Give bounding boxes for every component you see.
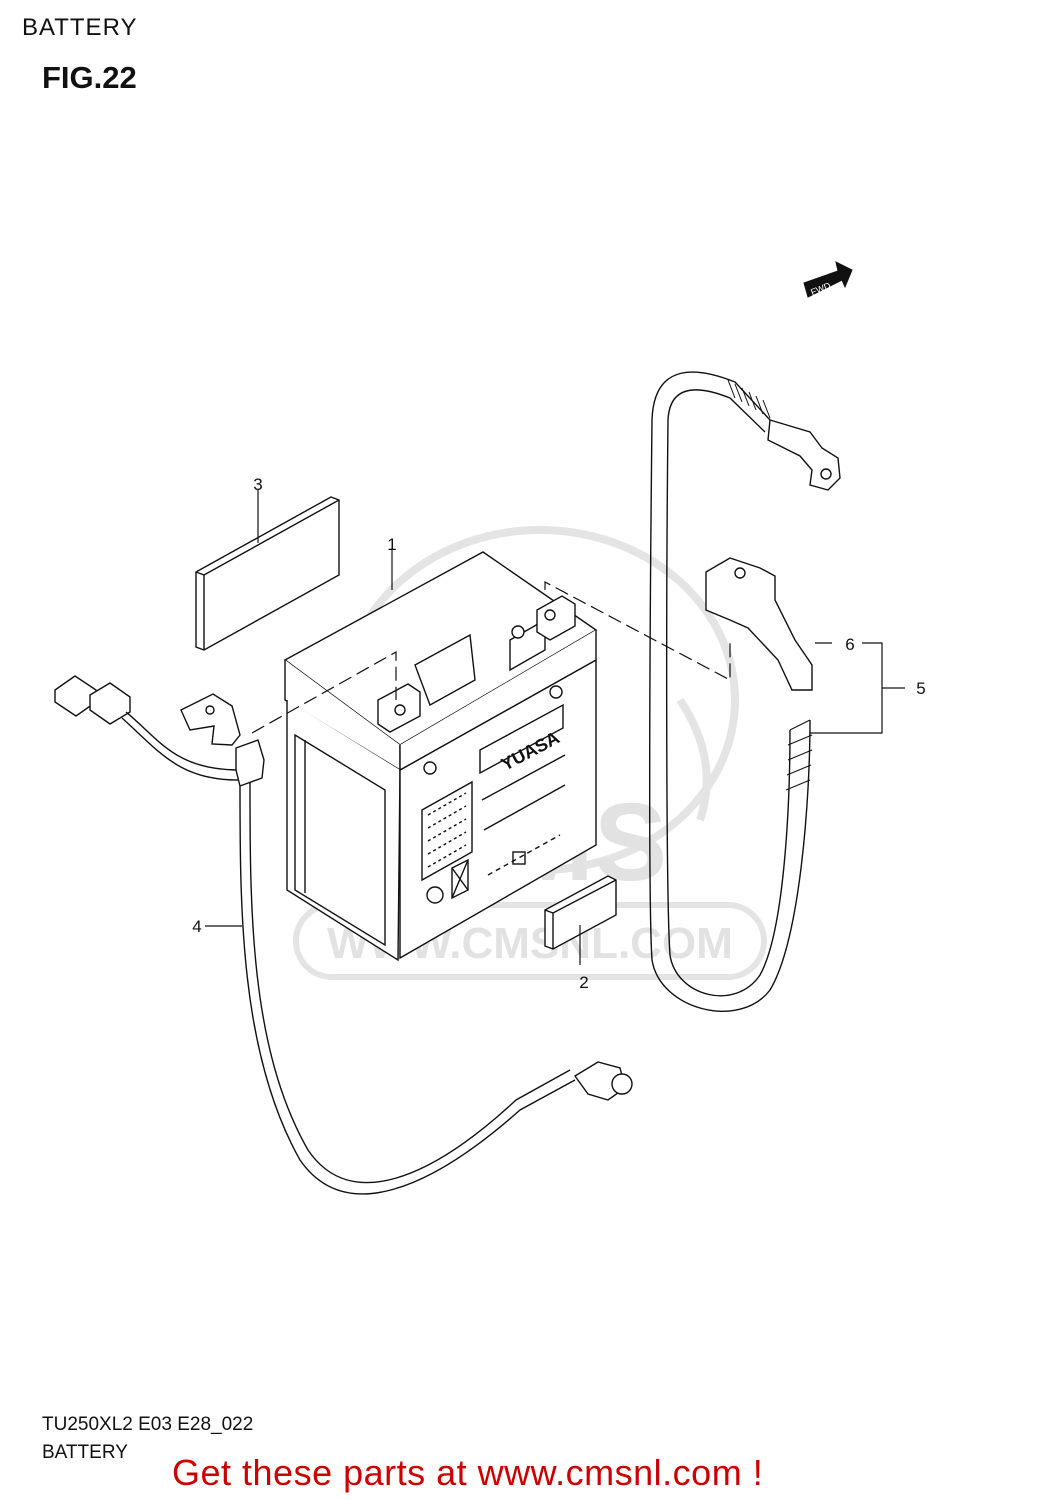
part-6-terminal-cover <box>705 557 813 691</box>
part-4-negative-lead <box>54 675 633 1195</box>
part-5-positive-lead <box>648 371 841 1012</box>
model-code: TU250XL2 E03 E28_022 <box>42 1414 254 1435</box>
callout-number: 1 <box>387 535 396 554</box>
part-3-pad <box>195 496 340 651</box>
callout-number: 2 <box>579 973 588 992</box>
watermark-url-banner <box>293 902 767 980</box>
footer-subtitle: BATTERY <box>42 1442 128 1463</box>
leader-lines <box>205 490 905 965</box>
part-2-label-sticker <box>544 875 617 950</box>
callout-number: 6 <box>845 635 854 654</box>
callout-number: 5 <box>916 679 925 698</box>
part-1-battery <box>283 551 598 962</box>
page-header-title: BATTERY <box>22 14 138 41</box>
promo-link[interactable]: Get these parts at www.cmsnl.com ! <box>172 1452 764 1493</box>
callout-number: 3 <box>253 475 262 494</box>
callout-number: 4 <box>192 917 201 936</box>
figure-number: FIG.22 <box>42 60 137 95</box>
fwd-arrow-icon: FWD <box>803 261 853 298</box>
